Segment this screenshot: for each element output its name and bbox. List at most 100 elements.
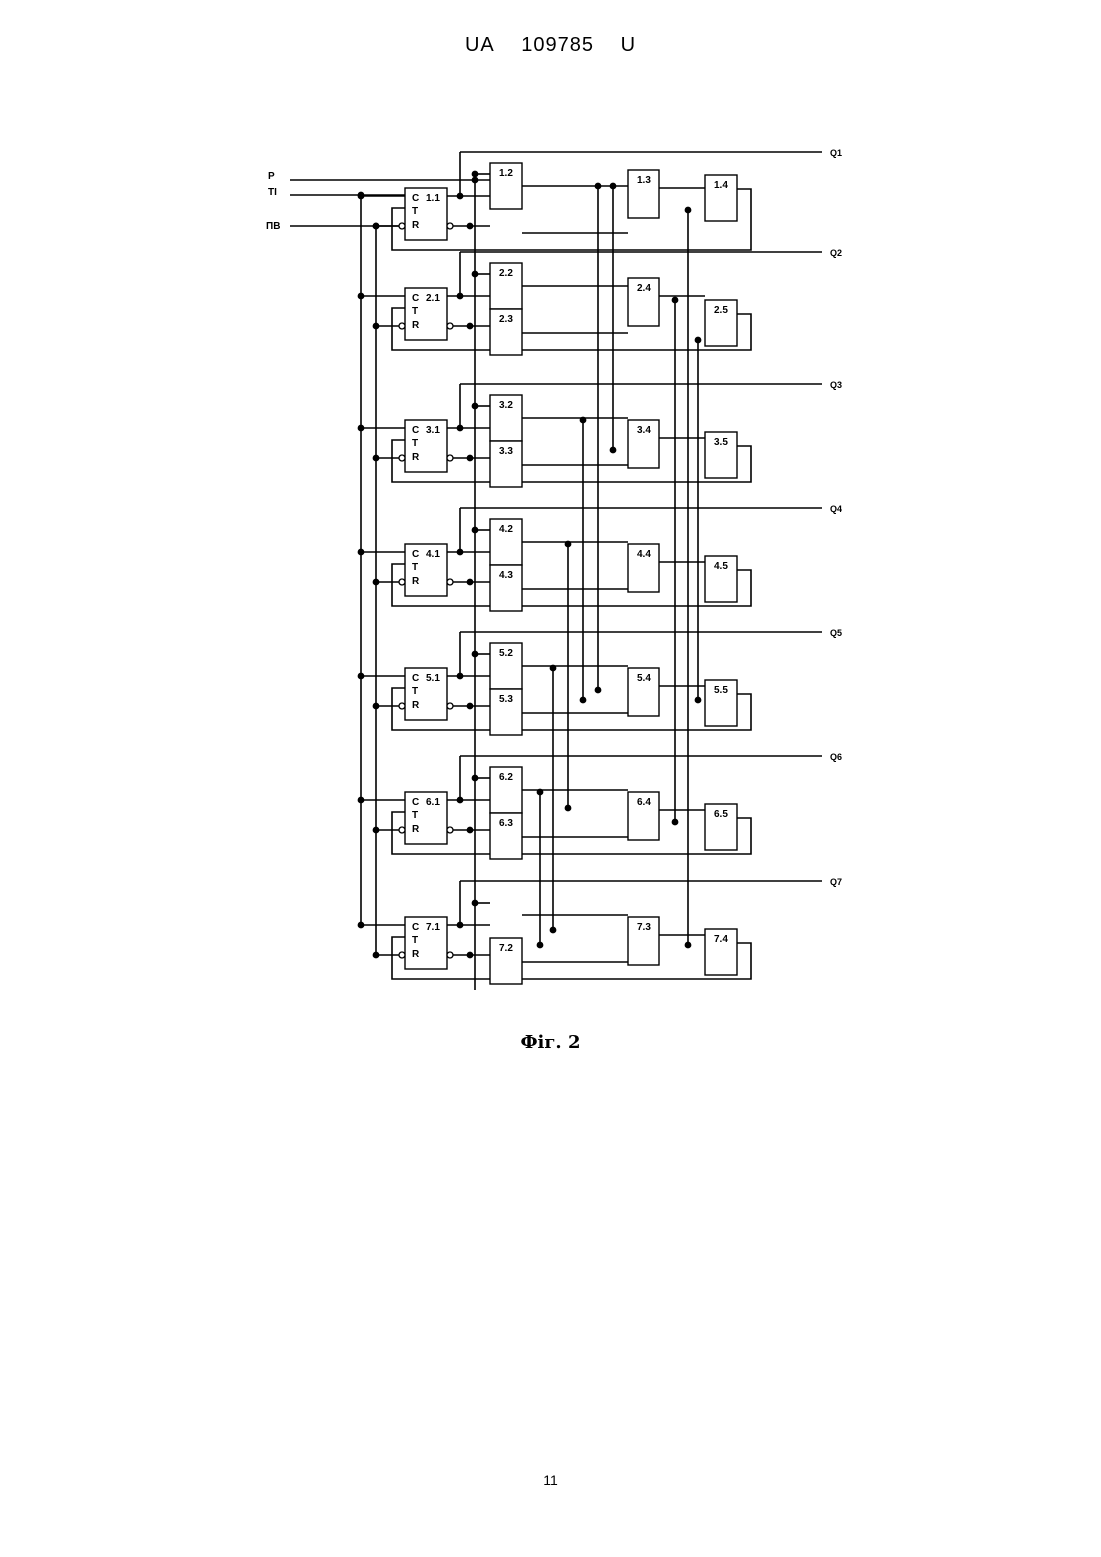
junction-dot — [467, 223, 472, 228]
gate-3.4-label: 3.4 — [637, 425, 651, 436]
junction-dot — [457, 922, 462, 927]
inverter-bubble — [399, 323, 405, 329]
inverter-bubble — [399, 703, 405, 709]
junction-dot — [610, 183, 615, 188]
junction-dot — [457, 797, 462, 802]
junction-dot — [457, 549, 462, 554]
trigger-label: 2.1 — [426, 293, 440, 304]
junction-dot — [358, 797, 363, 802]
trigger-pin-t: T — [412, 810, 418, 821]
junction-dot — [685, 207, 690, 212]
inverter-bubble — [447, 223, 453, 229]
junction-dot — [472, 775, 477, 780]
page-number: 11 — [0, 1472, 1101, 1488]
inverter-bubble — [399, 952, 405, 958]
junction-dot — [537, 942, 542, 947]
gate-2.3-label: 2.3 — [499, 314, 513, 325]
trigger-label: 7.1 — [426, 922, 440, 933]
gate-6.3-label: 6.3 — [499, 818, 513, 829]
output-label-q7: Q7 — [830, 877, 842, 887]
junction-dot — [467, 827, 472, 832]
gate-6.2-label: 6.2 — [499, 772, 513, 783]
junction-dot — [373, 455, 378, 460]
inverter-bubble — [399, 455, 405, 461]
junction-dot — [672, 297, 677, 302]
gate-2.5-label: 2.5 — [714, 305, 728, 316]
trigger-pin-r: R — [412, 452, 420, 463]
junction-dot — [373, 579, 378, 584]
gate-5.5-label: 5.5 — [714, 685, 728, 696]
gate-3.5-label: 3.5 — [714, 437, 728, 448]
junction-dot — [467, 703, 472, 708]
input-label-pv: ПВ — [266, 221, 280, 232]
trigger-pin-c: C — [412, 293, 419, 304]
inverter-bubble — [447, 579, 453, 585]
trigger-pin-t: T — [412, 306, 418, 317]
trigger-pin-t: T — [412, 562, 418, 573]
gate-2.4-label: 2.4 — [637, 283, 651, 294]
gate-1.4-label: 1.4 — [714, 180, 728, 191]
junction-dot — [373, 703, 378, 708]
trigger-pin-c: C — [412, 673, 419, 684]
junction-dot — [358, 673, 363, 678]
trigger-pin-t: T — [412, 438, 418, 449]
gate-6.4-label: 6.4 — [637, 797, 651, 808]
trigger-pin-c: C — [412, 549, 419, 560]
trigger-pin-r: R — [412, 220, 420, 231]
trigger-label: 6.1 — [426, 797, 440, 808]
wires — [290, 152, 822, 990]
gate-6.5-label: 6.5 — [714, 809, 728, 820]
gate-7.2-label: 7.2 — [499, 943, 513, 954]
junction-dot — [695, 337, 700, 342]
gate-4.5-label: 4.5 — [714, 561, 728, 572]
inverter-bubble — [447, 455, 453, 461]
inverter-bubble — [399, 579, 405, 585]
trigger-pin-c: C — [412, 922, 419, 933]
junction-dot — [685, 942, 690, 947]
junction-dot — [373, 323, 378, 328]
junction-dot — [695, 697, 700, 702]
junction-dot — [358, 425, 363, 430]
junction-dot — [537, 789, 542, 794]
junction-dot — [472, 171, 477, 176]
junction-dot — [467, 579, 472, 584]
junction-dot — [358, 922, 363, 927]
trigger-pin-c: C — [412, 425, 419, 436]
inverter-bubble — [447, 323, 453, 329]
gate-7.4-label: 7.4 — [714, 934, 728, 945]
junction-dot — [595, 687, 600, 692]
gate-1.3-label: 1.3 — [637, 175, 651, 186]
inverter-bubble — [399, 223, 405, 229]
input-label-ti: TI — [268, 187, 277, 198]
junction-dot — [467, 952, 472, 957]
gate-5.2-label: 5.2 — [499, 648, 513, 659]
junction-dot — [472, 651, 477, 656]
output-label-q1: Q1 — [830, 148, 842, 158]
trigger-pin-c: C — [412, 797, 419, 808]
junction-dot — [580, 697, 585, 702]
gate-3.3-label: 3.3 — [499, 446, 513, 457]
inverter-bubble — [447, 703, 453, 709]
gate-3.2-label: 3.2 — [499, 400, 513, 411]
gate-4.3-label: 4.3 — [499, 570, 513, 581]
trigger-pin-r: R — [412, 576, 420, 587]
junction-dot — [373, 223, 378, 228]
junction-dot — [580, 417, 585, 422]
gate-7.3-label: 7.3 — [637, 922, 651, 933]
trigger-pin-c: C — [412, 193, 419, 204]
trigger-label: 1.1 — [426, 193, 440, 204]
inverter-bubble — [447, 827, 453, 833]
junction-dot — [467, 323, 472, 328]
trigger-pin-r: R — [412, 700, 420, 711]
junction-dot — [373, 827, 378, 832]
junction-dot — [565, 805, 570, 810]
trigger-pin-t: T — [412, 206, 418, 217]
gate-5.4-label: 5.4 — [637, 673, 651, 684]
gate-4.2-label: 4.2 — [499, 524, 513, 535]
junction-dot — [358, 193, 363, 198]
junction-dot — [457, 673, 462, 678]
trigger-pin-r: R — [412, 320, 420, 331]
output-label-q2: Q2 — [830, 248, 842, 258]
trigger-label: 4.1 — [426, 549, 440, 560]
trigger-pin-t: T — [412, 935, 418, 946]
